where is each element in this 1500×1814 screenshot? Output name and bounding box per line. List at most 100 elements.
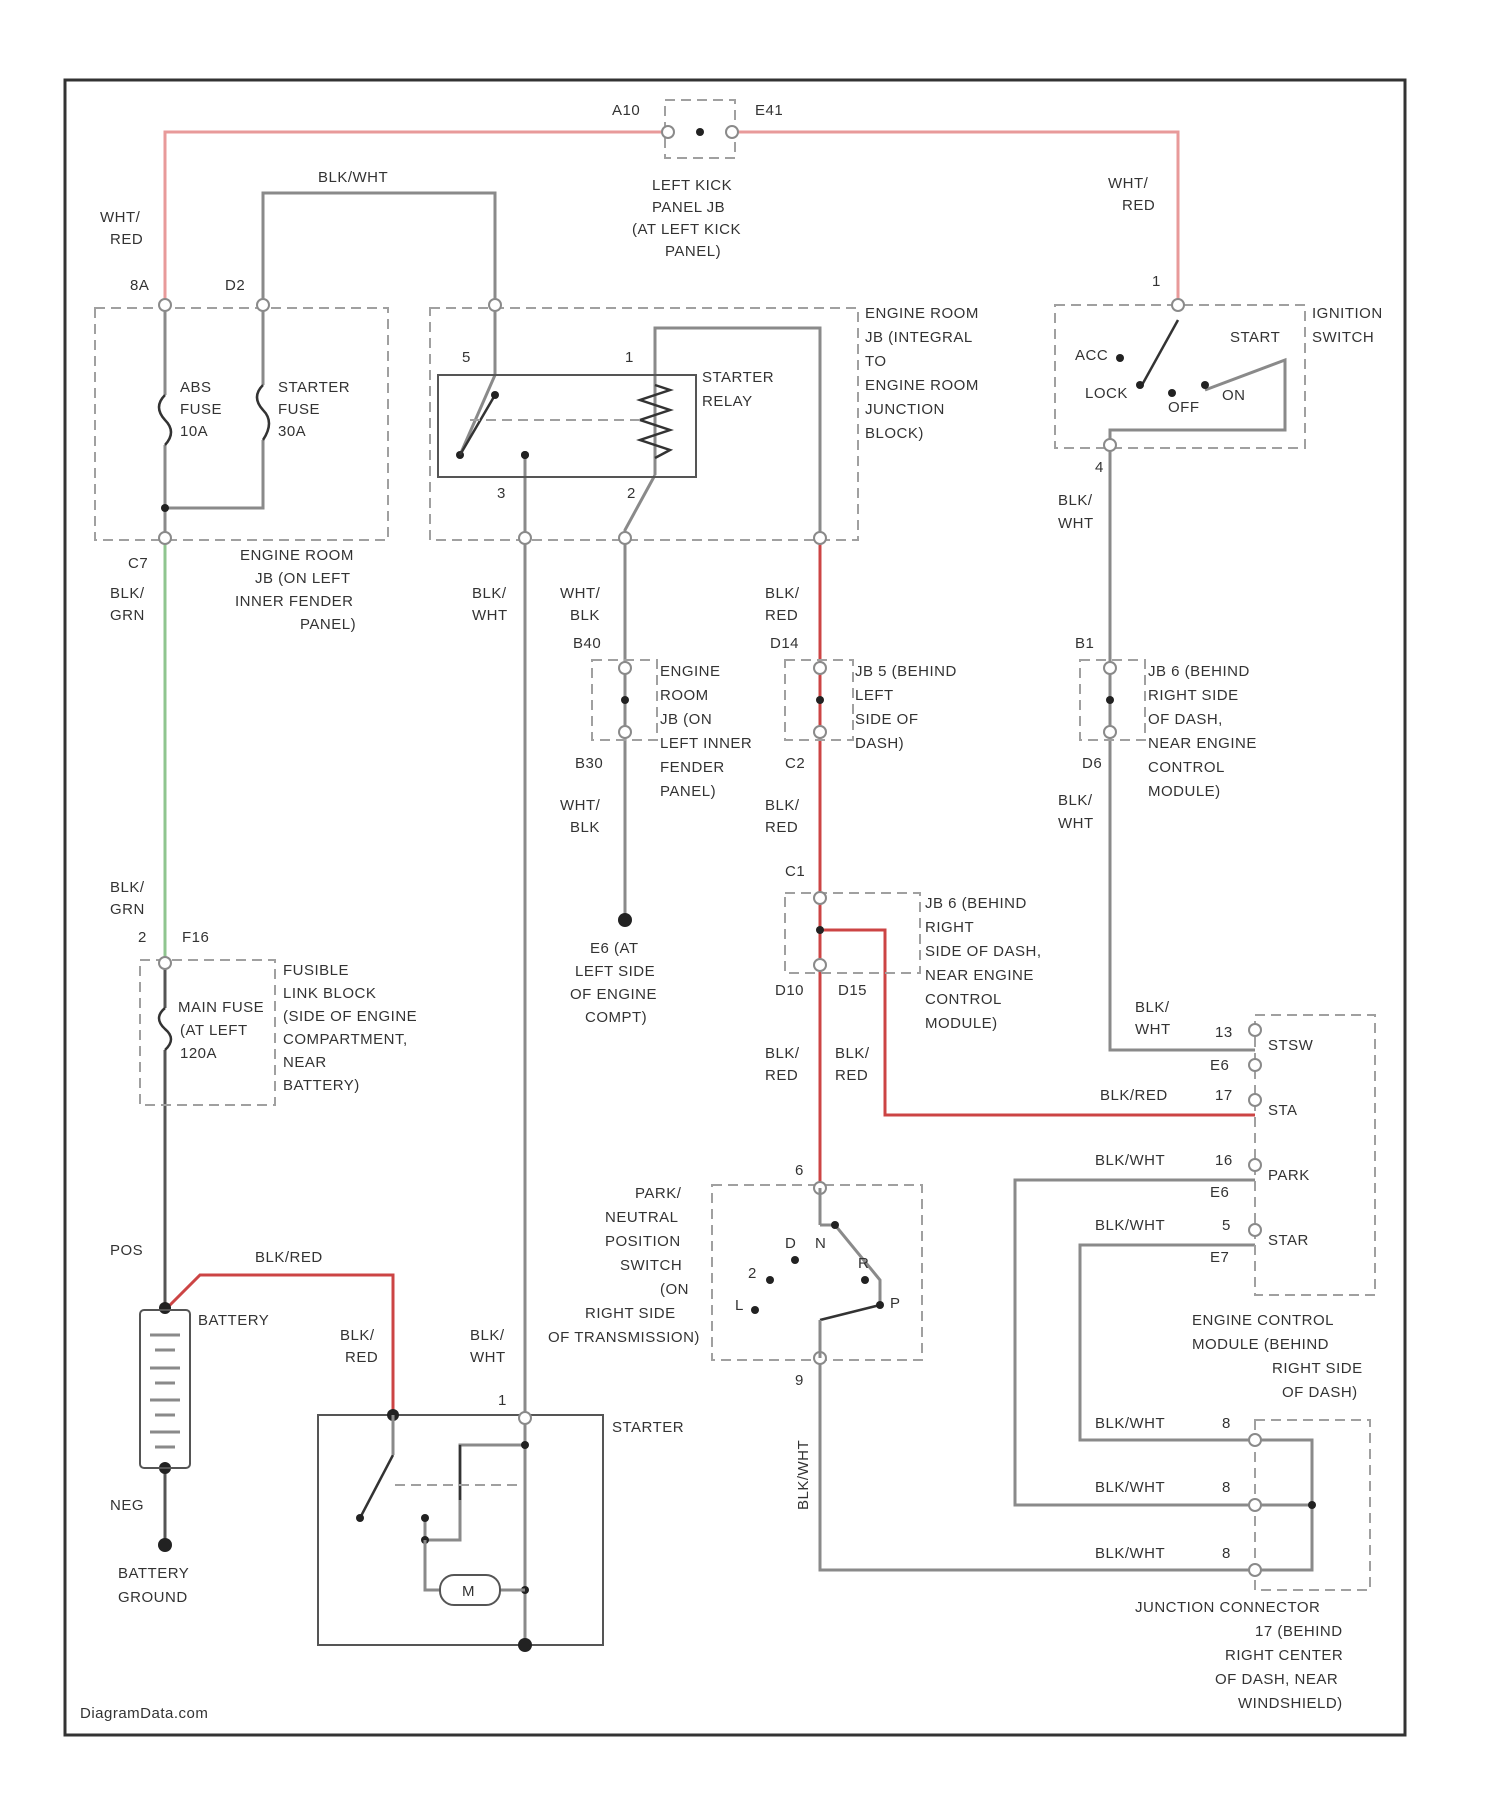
ground-e6-label: COMPT) — [585, 1009, 647, 1026]
starter-dot — [421, 1514, 429, 1522]
pnp-contact-n — [831, 1221, 839, 1229]
pin-label: E6 — [1210, 1184, 1229, 1201]
ecm-label: RIGHT SIDE — [1272, 1360, 1363, 1377]
pin-label: 8 — [1222, 1415, 1231, 1432]
pin-label: E7 — [1210, 1249, 1229, 1266]
junction-connector-label: 17 (BEHIND — [1255, 1623, 1343, 1640]
ground-e6-dot — [618, 913, 632, 927]
wire-label: GRN — [110, 607, 145, 624]
wire-relay-loop — [655, 328, 820, 540]
main-fuse-label: (AT LEFT — [180, 1022, 248, 1039]
pin-label: 4 — [1095, 459, 1104, 476]
er-jb-inner-fender-label: JB (ON — [660, 711, 712, 728]
connector — [257, 299, 269, 311]
connector — [1249, 1499, 1261, 1511]
wire-label: WHT/ — [1108, 175, 1149, 192]
er-jb-inner-fender-label: ENGINE — [660, 663, 721, 680]
wire-label: BLK/WHT — [795, 1440, 812, 1510]
jb6-right-mid-label: SIDE OF DASH, — [925, 943, 1042, 960]
wire-label: BLK/WHT — [318, 169, 388, 186]
ecm-label: OF DASH) — [1282, 1384, 1358, 1401]
pnp-gear-n: N — [815, 1235, 826, 1252]
ignition-switch-arm — [1142, 320, 1178, 385]
engine-room-jb-integral-label: JB (INTEGRAL — [865, 329, 973, 346]
box-engine-room-jb-left — [95, 308, 388, 540]
battery-pos-label: POS — [110, 1242, 143, 1259]
wire-label: BLK/WHT — [1095, 1479, 1165, 1496]
ignition-switch-title: SWITCH — [1312, 329, 1374, 346]
wire-label: BLK/ — [765, 1045, 800, 1062]
ignition-switch-title: IGNITION — [1312, 305, 1383, 322]
wire-label: BLK/ — [472, 585, 507, 602]
ign-on-contact — [1201, 381, 1209, 389]
connector — [1104, 439, 1116, 451]
pin-label: 6 — [795, 1162, 804, 1179]
left-kick-jb-label: PANEL JB — [652, 199, 725, 216]
labels: A10 E41 LEFT KICK PANEL JB (AT LEFT KICK… — [80, 102, 1383, 1722]
abs-fuse-label: ABS — [180, 379, 212, 396]
wire-relay-coil-left — [460, 300, 495, 455]
junction-dot — [1308, 1501, 1316, 1509]
component-boxes — [95, 100, 1375, 1645]
starter-relay-contact — [460, 395, 495, 455]
engine-room-jb-integral-label: ENGINE ROOM — [865, 305, 979, 322]
wire-label: RED — [835, 1067, 868, 1084]
pin-label: 1 — [498, 1392, 507, 1409]
pin-label: 8A — [130, 277, 149, 294]
pnp-switch-label: PARK/ — [635, 1185, 682, 1202]
starter-motor-label: M — [462, 1583, 475, 1600]
jb6-right-mid-label: JB 6 (BEHIND — [925, 895, 1027, 912]
wire-label: BLK/ — [1058, 492, 1093, 509]
connector — [619, 532, 631, 544]
connector — [519, 1412, 531, 1424]
connector — [159, 532, 171, 544]
watermark: DiagramData.com — [80, 1705, 208, 1722]
pnp-gear-2: 2 — [748, 1265, 757, 1282]
wire-pnp-out — [820, 1360, 1255, 1570]
starter-fuse-label: STARTER — [278, 379, 350, 396]
ecm-label: MODULE (BEHIND — [1192, 1336, 1329, 1353]
wire-label: GRN — [110, 901, 145, 918]
pin-label: C7 — [128, 555, 148, 572]
starter-motor-wire — [425, 1540, 525, 1590]
pnp-switch-label: POSITION — [605, 1233, 681, 1250]
starter-fuse-label: FUSE — [278, 401, 320, 418]
wire-blk-red-battery — [165, 1275, 393, 1415]
pnp-contact-d — [791, 1256, 799, 1264]
jb6-right-mid-label: MODULE) — [925, 1015, 998, 1032]
fusible-link-label: LINK BLOCK — [283, 985, 376, 1002]
er-jb-inner-fender-label: LEFT INNER — [660, 735, 752, 752]
ign-pos-acc: ACC — [1075, 347, 1108, 364]
pin-label: D14 — [770, 635, 799, 652]
wire-label: WHT — [1135, 1021, 1171, 1038]
pin-label: 9 — [795, 1372, 804, 1389]
junction-dot — [816, 696, 824, 704]
starter-solenoid-contact — [360, 1455, 393, 1518]
er-jb-inner-fender-label: FENDER — [660, 759, 725, 776]
wire-label: RED — [765, 1067, 798, 1084]
ground-e6-label: OF ENGINE — [570, 986, 657, 1003]
relay-contact-dot — [491, 391, 499, 399]
wire-label: BLK/ — [765, 797, 800, 814]
connector — [489, 299, 501, 311]
engine-room-jb-left-label: JB (ON LEFT — [255, 570, 351, 587]
connector — [814, 532, 826, 544]
ign-pos-on: ON — [1222, 387, 1246, 404]
connector — [1249, 1024, 1261, 1036]
connector — [159, 299, 171, 311]
pin-label: C2 — [785, 755, 805, 772]
pin-label: 2 — [627, 485, 636, 502]
connector — [1172, 299, 1184, 311]
box-ignition-switch — [1055, 305, 1305, 448]
engine-room-jb-integral-label: JUNCTION — [865, 401, 945, 418]
engine-room-jb-integral-label: ENGINE ROOM — [865, 377, 979, 394]
starter-dot — [521, 1441, 529, 1449]
junction-dot — [621, 696, 629, 704]
pnp-input — [820, 1225, 880, 1305]
pin-label: 8 — [1222, 1479, 1231, 1496]
battery-cells — [150, 1335, 180, 1447]
connector — [814, 726, 826, 738]
junction-dot — [1106, 696, 1114, 704]
connector — [1249, 1564, 1261, 1576]
abs-fuse-label: FUSE — [180, 401, 222, 418]
